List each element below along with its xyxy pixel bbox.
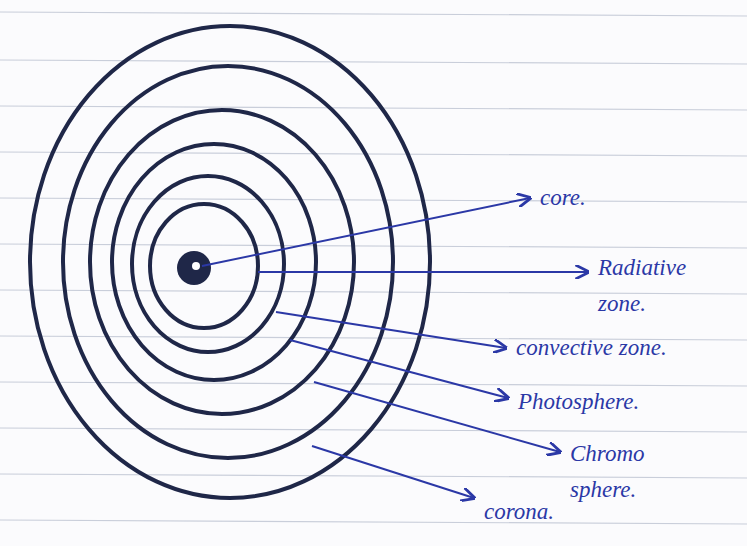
layer-label: convective zone.: [516, 330, 736, 366]
layer-label: Chromo sphere.: [570, 436, 680, 508]
leader-line: [312, 446, 474, 498]
ruled-line: [0, 382, 747, 386]
convective-ring: [112, 144, 316, 380]
leader-line: [258, 271, 588, 273]
corona-ring: [30, 26, 430, 498]
ruled-line: [0, 152, 747, 156]
core-dot: [177, 251, 211, 285]
leader-line: [276, 312, 506, 348]
ruled-line: [0, 106, 747, 110]
layer-label: corona.: [484, 494, 684, 530]
ruled-lines: [0, 12, 747, 524]
layer-label: Radiative zone.: [598, 250, 718, 322]
chromosphere-ring: [63, 66, 393, 458]
leader-line: [202, 198, 530, 266]
layer-rings: [30, 26, 430, 498]
layer-label: Photosphere.: [518, 384, 718, 420]
ruled-line: [0, 198, 747, 202]
layer-label: core.: [540, 180, 720, 216]
leader-line: [290, 340, 508, 398]
core-speck: [192, 262, 200, 270]
ruled-line: [0, 60, 747, 64]
ruled-line: [0, 12, 747, 16]
ruled-line: [0, 520, 747, 524]
